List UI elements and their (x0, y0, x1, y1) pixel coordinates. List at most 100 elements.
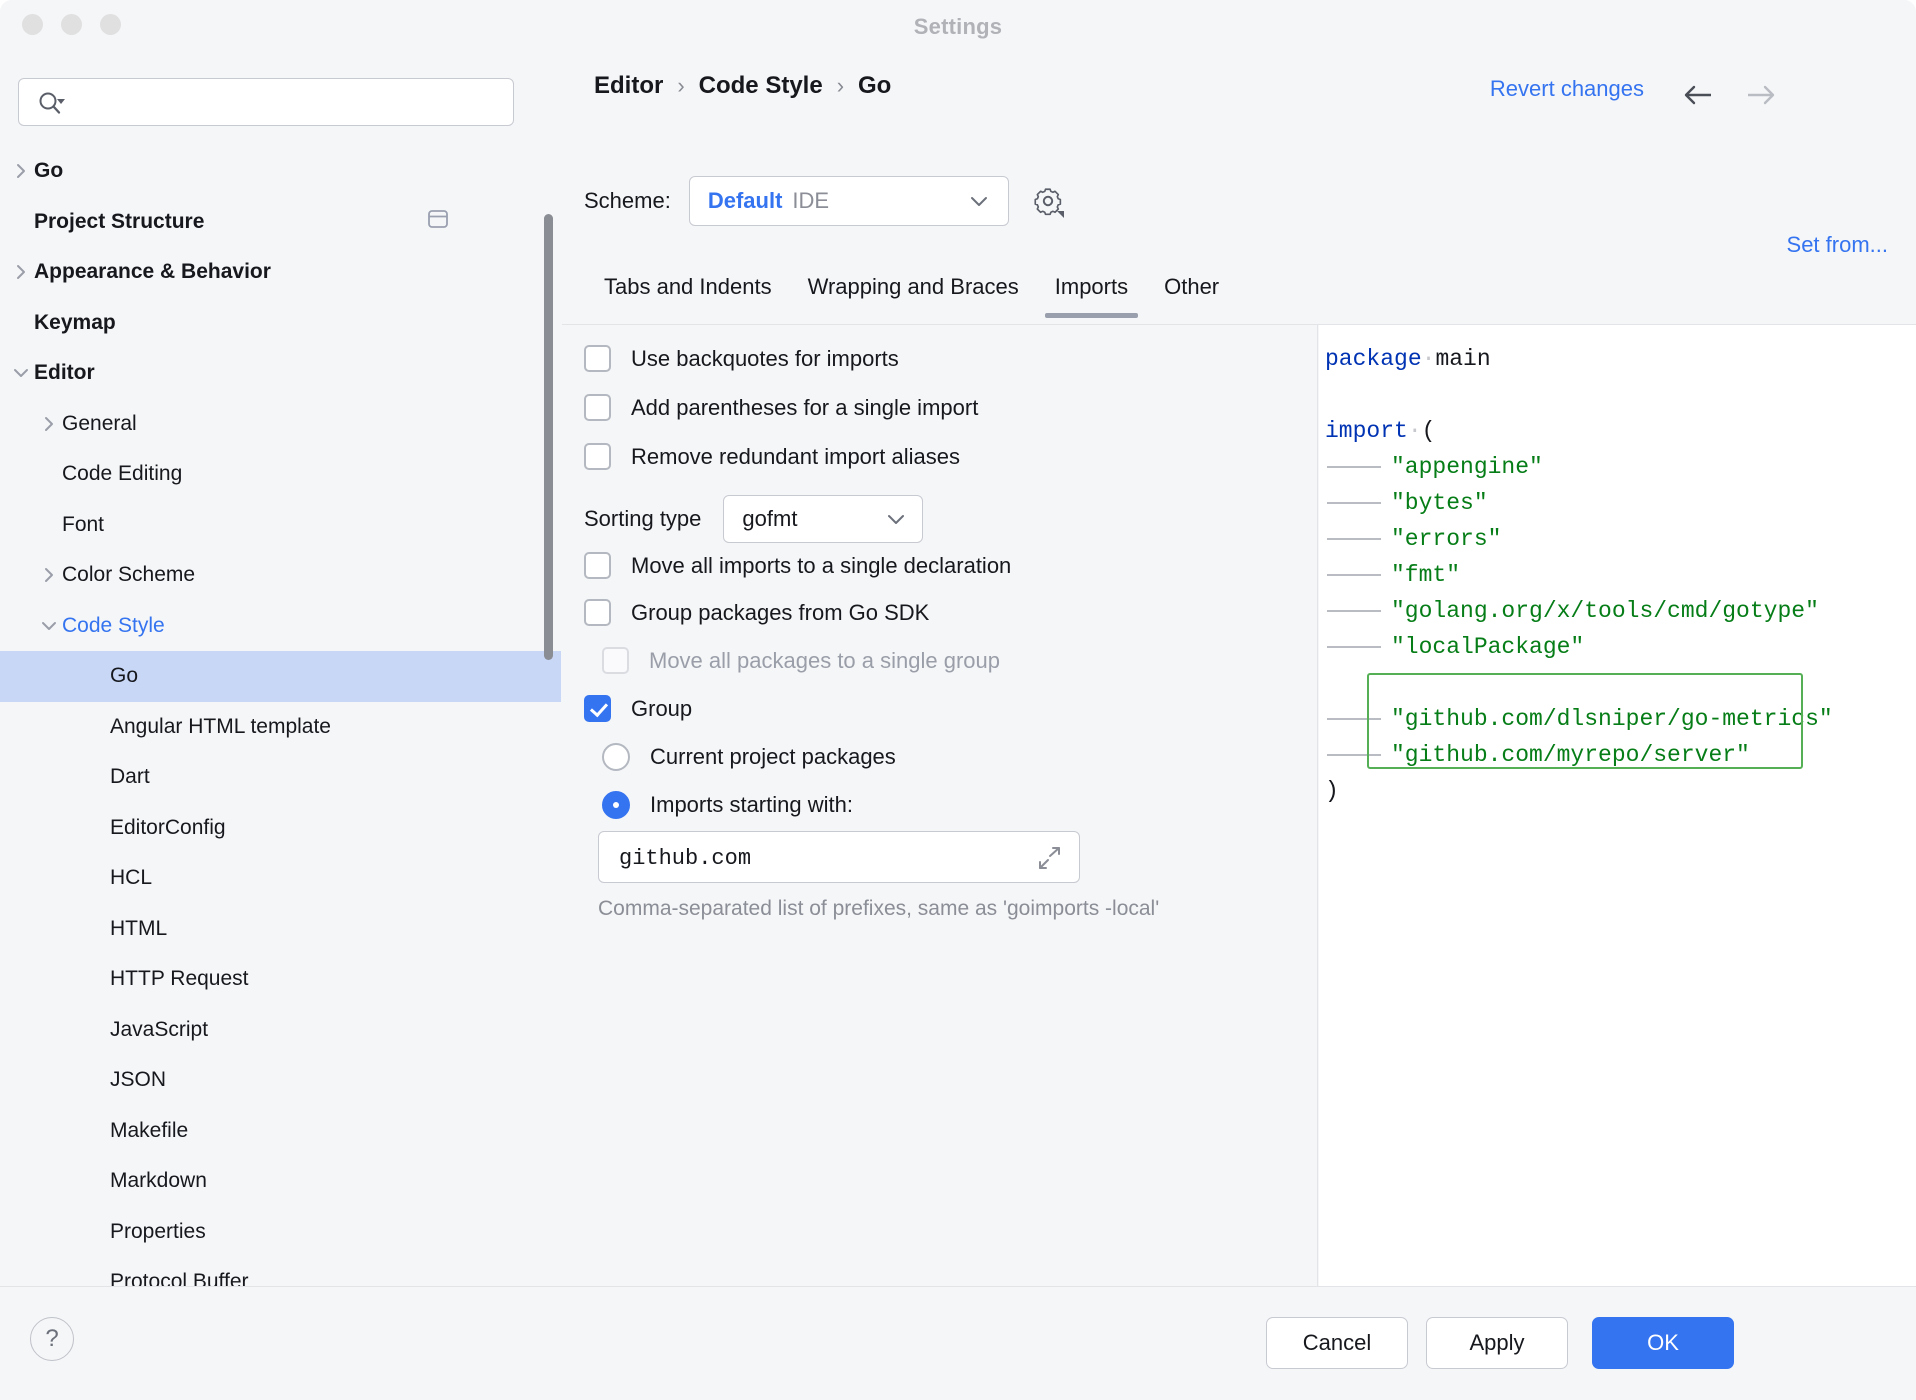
tab-imports[interactable]: Imports (1037, 268, 1146, 318)
arrow-left-icon[interactable] (1680, 78, 1718, 112)
option-group-sdk[interactable]: Group packages from Go SDK (584, 599, 929, 626)
breadcrumb-item[interactable]: Go (858, 72, 891, 100)
chevron-right-icon[interactable] (8, 259, 34, 285)
sidebar-item-html[interactable]: HTML (0, 904, 561, 955)
sidebar-item-label: Dart (110, 765, 150, 789)
chevron-down-icon (968, 193, 990, 216)
arrow-right-icon[interactable] (1742, 78, 1780, 112)
settings-sidebar: GoProject StructureAppearance & Behavior… (0, 54, 563, 1286)
checkbox-add-parentheses[interactable] (584, 394, 611, 421)
sorting-type-select[interactable]: gofmt (723, 495, 923, 543)
sorting-type-value: gofmt (742, 506, 797, 532)
chevron-right-icon[interactable] (8, 158, 34, 184)
sidebar-item-angular-html-template[interactable]: Angular HTML template (0, 702, 561, 753)
checkbox-group-sdk[interactable] (584, 599, 611, 626)
checkbox-remove-aliases[interactable] (584, 443, 611, 470)
sidebar-item-json[interactable]: JSON (0, 1055, 561, 1106)
sidebar-item-label: Protocol Buffer (110, 1270, 249, 1286)
tab-label: Tabs and Indents (604, 274, 772, 299)
sidebar-item-appearance-behavior[interactable]: Appearance & Behavior (0, 247, 561, 298)
chevron-placeholder (84, 865, 110, 891)
expand-icon[interactable] (1035, 844, 1063, 877)
apply-button[interactable]: Apply (1426, 1317, 1568, 1369)
sidebar-item-properties[interactable]: Properties (0, 1207, 561, 1258)
checkbox-move-all-imports[interactable] (584, 552, 611, 579)
sidebar-item-editorconfig[interactable]: EditorConfig (0, 803, 561, 854)
option-move-all-imports[interactable]: Move all imports to a single declaration (584, 552, 1011, 579)
option-group[interactable]: Group (584, 695, 692, 722)
revert-changes-link[interactable]: Revert changes (1490, 76, 1644, 102)
chevron-right-icon[interactable] (36, 411, 62, 437)
tab-tabs-and-indents[interactable]: Tabs and Indents (586, 268, 790, 318)
sidebar-item-general[interactable]: General (0, 399, 561, 450)
help-button[interactable]: ? (30, 1317, 74, 1361)
option-label: Imports starting with: (650, 792, 853, 818)
radio-current-project-packages[interactable]: Current project packages (602, 743, 896, 771)
sidebar-item-label: Go (34, 159, 63, 183)
code-line: "errors" (1319, 521, 1916, 557)
chevron-down-icon[interactable] (8, 360, 34, 386)
cancel-button[interactable]: Cancel (1266, 1317, 1408, 1369)
radio-imports-starting-with[interactable]: Imports starting with: (602, 791, 853, 819)
breadcrumb: Editor›Code Style›Go (594, 72, 891, 100)
chevron-down-icon[interactable] (36, 613, 62, 639)
search-input[interactable] (75, 79, 503, 127)
indent-guide (1327, 538, 1381, 540)
radio-button[interactable] (602, 743, 630, 771)
option-remove-aliases[interactable]: Remove redundant import aliases (584, 443, 960, 470)
tab-wrapping-and-braces[interactable]: Wrapping and Braces (790, 268, 1037, 318)
sidebar-item-go[interactable]: Go (0, 146, 561, 197)
sidebar-item-label: Appearance & Behavior (34, 260, 271, 284)
sidebar-scrollbar[interactable] (544, 214, 553, 660)
search-icon (37, 90, 67, 116)
sidebar-item-label: Project Structure (34, 210, 204, 234)
prefix-input[interactable] (617, 832, 1021, 884)
breadcrumb-item[interactable]: Editor (594, 72, 663, 100)
sidebar-item-project-structure[interactable]: Project Structure (0, 197, 561, 248)
sidebar-item-keymap[interactable]: Keymap (0, 298, 561, 349)
gear-icon[interactable] (1031, 184, 1065, 218)
set-from-link[interactable]: Set from... (1787, 232, 1888, 258)
option-use-backquotes[interactable]: Use backquotes for imports (584, 345, 899, 372)
sidebar-item-code-style[interactable]: Code Style (0, 601, 561, 652)
checkbox-use-backquotes[interactable] (584, 345, 611, 372)
code-token: "golang.org/x/tools/cmd/gotype" (1391, 598, 1819, 624)
sidebar-item-font[interactable]: Font (0, 500, 561, 551)
chevron-down-icon (886, 511, 906, 534)
breadcrumb-item[interactable]: Code Style (699, 72, 823, 100)
prefix-input-wrap[interactable] (598, 831, 1080, 883)
chevron-right-icon[interactable] (36, 562, 62, 588)
checkbox-group[interactable] (584, 695, 611, 722)
sidebar-item-javascript[interactable]: JavaScript (0, 1005, 561, 1056)
chevron-placeholder (84, 1269, 110, 1286)
tab-other[interactable]: Other (1146, 268, 1237, 318)
sidebar-item-code-editing[interactable]: Code Editing (0, 449, 561, 500)
code-line: ) (1319, 773, 1916, 809)
sidebar-item-hcl[interactable]: HCL (0, 853, 561, 904)
option-add-parentheses[interactable]: Add parentheses for a single import (584, 394, 978, 421)
scheme-select[interactable]: Default IDE (689, 176, 1009, 226)
sidebar-item-editor[interactable]: Editor (0, 348, 561, 399)
sidebar-item-label: EditorConfig (110, 816, 226, 840)
sidebar-item-makefile[interactable]: Makefile (0, 1106, 561, 1157)
breadcrumb-separator: › (837, 73, 844, 99)
chevron-placeholder (84, 815, 110, 841)
sorting-type-row: Sorting type gofmt (584, 495, 923, 543)
sidebar-item-http-request[interactable]: HTTP Request (0, 954, 561, 1005)
tab-label: Wrapping and Braces (808, 274, 1019, 299)
window-icon[interactable] (427, 209, 449, 235)
checkbox-move-single-group (602, 647, 629, 674)
sidebar-item-protocol-buffer[interactable]: Protocol Buffer (0, 1257, 561, 1286)
code-token: ( (1422, 418, 1436, 444)
radio-button[interactable] (602, 791, 630, 819)
sidebar-item-markdown[interactable]: Markdown (0, 1156, 561, 1207)
option-label: Remove redundant import aliases (631, 444, 960, 470)
sidebar-item-go[interactable]: Go (0, 651, 561, 702)
sidebar-item-color-scheme[interactable]: Color Scheme (0, 550, 561, 601)
chevron-placeholder (8, 310, 34, 336)
ok-button[interactable]: OK (1592, 1317, 1734, 1369)
dialog-footer: ? Cancel Apply OK (0, 1286, 1916, 1400)
search-box[interactable] (18, 78, 514, 126)
sidebar-item-label: Keymap (34, 311, 116, 335)
sidebar-item-dart[interactable]: Dart (0, 752, 561, 803)
